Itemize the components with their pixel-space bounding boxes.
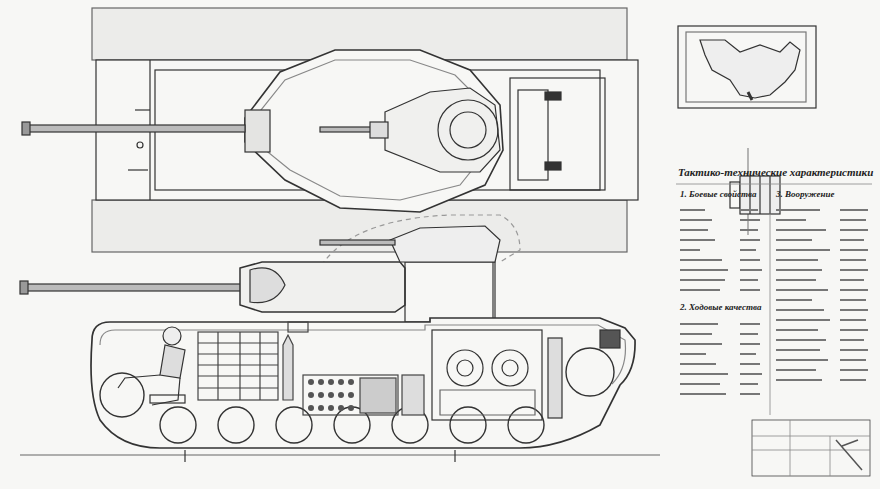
- section-heading: 3. Вооружение: [776, 189, 835, 199]
- section-heading: 1. Боевые свойства: [680, 189, 757, 199]
- top-view: [22, 8, 638, 252]
- table-heading: Тактико-технические характеристики: [678, 166, 873, 178]
- detail-views: [678, 26, 816, 235]
- side-view: [20, 215, 660, 462]
- spec-table: [676, 184, 872, 476]
- section-heading: 2. Ходовые качества: [680, 302, 761, 312]
